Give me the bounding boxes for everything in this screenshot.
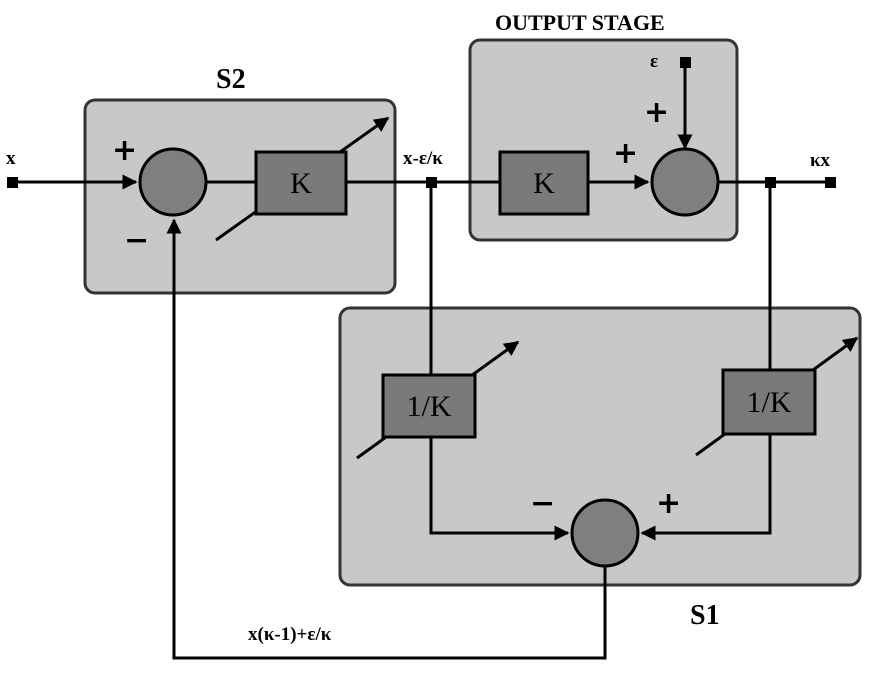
feedback-label: x(κ-1)+ε/κ (248, 624, 332, 645)
output-summer (650, 147, 720, 217)
output-gain-label: K (533, 167, 555, 200)
s1-plus-sign: + (656, 486, 681, 521)
s1-left-gain-block: 1/K (381, 373, 477, 439)
s1-left-to-sum (429, 437, 570, 541)
s2-plus-sign: + (112, 133, 137, 168)
s2-title: S2 (216, 64, 246, 95)
s2-panel (83, 98, 397, 295)
s1-left-gain-label: 1/K (407, 390, 452, 423)
feedback-wire (166, 218, 607, 660)
s2-summer (138, 147, 208, 217)
output-gain-block: K (498, 150, 590, 216)
s2-gain-block: K (254, 150, 348, 216)
input-terminal (7, 177, 18, 188)
output-terminal (825, 177, 836, 188)
mid-node (426, 177, 437, 188)
mid-signal-label: x-ε/κ (403, 148, 443, 169)
s1-title: S1 (690, 600, 720, 631)
out-top-plus-sign: + (644, 95, 669, 130)
s1-right-gain-label: 1/K (747, 386, 792, 419)
s1-summer (570, 498, 640, 568)
s2-gain-label: K (290, 167, 312, 200)
s1-right-gain-block: 1/K (721, 368, 817, 436)
output-node (765, 177, 776, 188)
eps-label: ε (650, 51, 658, 72)
s1-minus-sign: − (530, 486, 555, 521)
out-left-plus-sign: + (613, 136, 638, 171)
wires (12, 62, 830, 660)
eps-terminal (680, 57, 691, 68)
s2-minus-sign: − (124, 223, 149, 258)
output-stage-title: OUTPUT STAGE (495, 10, 665, 35)
output-label: κx (810, 150, 831, 171)
input-label: x (6, 148, 16, 169)
s1-right-to-sum (640, 415, 772, 541)
